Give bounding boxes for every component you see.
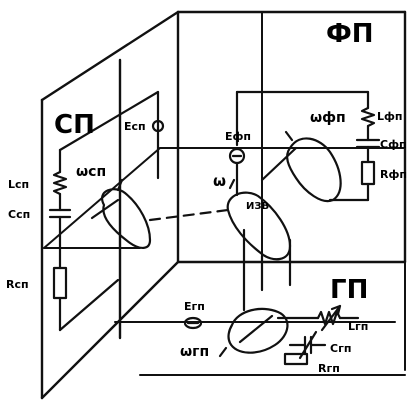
- side-inductor-label: Lсп: [8, 178, 29, 191]
- front-inductor-label: Lфп: [377, 110, 403, 123]
- box-outline: [40, 10, 407, 400]
- bottom-source-label: Eгп: [184, 300, 205, 313]
- side-source-label: Eсп: [124, 120, 146, 133]
- front-capacitor-label: Cфп: [380, 138, 407, 151]
- side-plane-label: СП: [54, 110, 95, 140]
- middle-horizontal-plane: [43, 147, 406, 249]
- bottom-plane-label: ГП: [330, 275, 368, 305]
- bottom-circuit: [183, 304, 360, 366]
- side-resistor-label: Rсп: [6, 278, 29, 291]
- front-circuit: [228, 90, 381, 203]
- bottom-capacitor-label: Cгп: [330, 342, 351, 355]
- bottom-inductor-label: Lгп: [348, 320, 368, 333]
- front-omega-label: ωфп: [310, 110, 346, 126]
- center-omega-label: ω: [213, 172, 226, 190]
- front-resistor-label: Rфп: [380, 168, 407, 181]
- center-loop: [148, 178, 292, 312]
- side-omega-label: ωсп: [76, 164, 106, 180]
- front-source-label: Eфп: [225, 130, 251, 143]
- front-plane-label: ФП: [326, 19, 374, 49]
- side-capacitor-label: Cсп: [8, 208, 30, 221]
- bottom-resistor-label: Rгп: [318, 362, 340, 375]
- bottom-omega-label: ωгп: [180, 344, 209, 360]
- center-label: ИЗВ: [246, 201, 269, 212]
- side-circuit: [48, 90, 165, 332]
